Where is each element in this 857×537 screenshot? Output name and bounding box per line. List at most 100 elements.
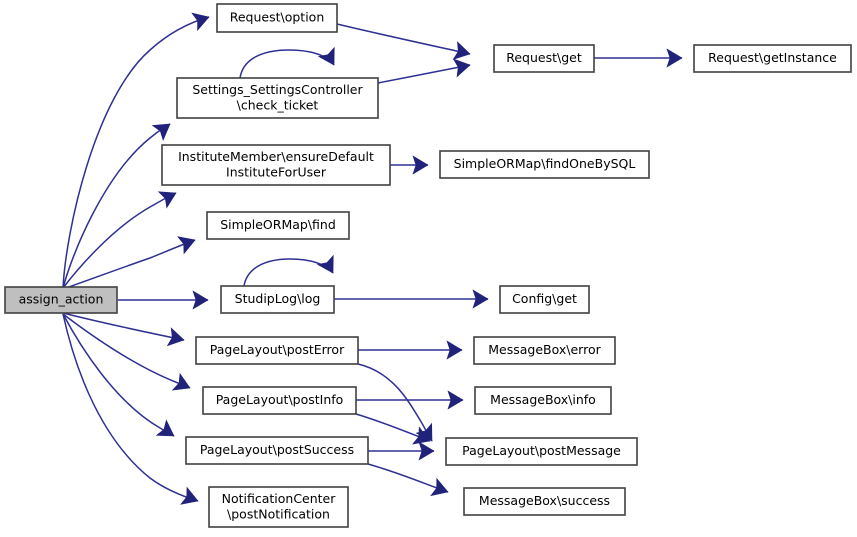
graph-node-post_error[interactable]: PageLayout\postError: [195, 336, 359, 365]
graph-node-msgbox_error[interactable]: MessageBox\error: [473, 336, 616, 365]
edge-arrowhead: [666, 48, 683, 68]
edge-line: [336, 23, 471, 55]
node-label: Settings_SettingsController: [192, 82, 363, 97]
edge-line: [239, 49, 335, 79]
graph-node-institute_member[interactable]: InstituteMember\ensureDefaultInstituteFo…: [161, 144, 391, 186]
edge-arrowhead: [446, 340, 463, 360]
node-layer: assign_action Request\optionSettings_Sett…: [4, 3, 852, 528]
node-box[interactable]: [463, 487, 626, 516]
call-edge-request_option-to-request_get: [336, 23, 471, 60]
graph-node-request_option[interactable]: Request\option: [216, 3, 338, 33]
node-box[interactable]: [185, 436, 369, 465]
call-edge-studiplog_log-to-config_get: [334, 289, 489, 309]
call-edge-assign_action-to-post_error: [62, 312, 185, 347]
node-label: NotificationCenter: [222, 491, 337, 506]
node-box[interactable]: [693, 44, 852, 73]
edge-arrowhead: [166, 327, 185, 347]
call-edge-institute_member-to-find_one_by_sql: [390, 155, 429, 175]
graph-node-assign_action[interactable]: assign_action: [4, 286, 118, 314]
node-box[interactable]: [445, 437, 638, 466]
node-label: PageLayout\postMessage: [462, 443, 621, 458]
node-box[interactable]: [220, 285, 335, 314]
node-label: MessageBox\error: [488, 342, 601, 357]
edge-arrowhead: [171, 372, 191, 391]
node-box[interactable]: [4, 286, 118, 314]
graph-node-config_get[interactable]: Config\get: [499, 285, 590, 314]
node-label: InstituteMember\ensureDefault: [178, 149, 374, 164]
edge-line: [62, 313, 199, 502]
node-label: PageLayout\postInfo: [216, 392, 344, 407]
edge-arrowhead: [418, 441, 435, 461]
edge-arrowhead: [452, 58, 471, 78]
node-label: Request\option: [230, 10, 325, 25]
node-box[interactable]: [499, 285, 590, 314]
call-edge-settings_check-to-request_get: [377, 58, 471, 84]
node-label: MessageBox\info: [490, 392, 596, 407]
graph-node-find_one_by_sql[interactable]: SimpleORMap\findOneBySQL: [439, 150, 650, 179]
node-label: SimpleORMap\findOneBySQL: [454, 156, 636, 171]
edge-line: [62, 312, 185, 341]
call-edge-assign_action-to-institute_member: [62, 191, 177, 289]
graph-node-post_message[interactable]: PageLayout\postMessage: [445, 437, 638, 466]
edge-arrowhead: [317, 46, 335, 66]
graph-node-sormap_find[interactable]: SimpleORMap\find: [206, 211, 350, 240]
node-box[interactable]: [439, 150, 650, 179]
edge-arrowhead: [316, 254, 334, 274]
edge-arrowhead: [180, 486, 199, 505]
graph-node-msgbox_info[interactable]: MessageBox\info: [474, 386, 612, 415]
call-edge-post_error-to-post_message: [357, 363, 433, 442]
node-label: \postNotification: [227, 506, 330, 521]
edge-arrowhead: [472, 289, 489, 309]
edge-line: [62, 239, 196, 290]
call-edge-assign_action-to-request_option: [62, 12, 210, 289]
call-edge-assign_action-to-settings_check: [62, 123, 171, 289]
call-edge-post_error-to-msgbox_error: [358, 340, 463, 360]
call-edge-post_info-to-msgbox_info: [356, 390, 464, 410]
node-label: Request\get: [506, 50, 582, 65]
node-label: PageLayout\postSuccess: [200, 442, 354, 457]
edge-line: [243, 258, 334, 287]
node-box[interactable]: [161, 144, 391, 186]
node-box[interactable]: [202, 386, 357, 415]
edge-arrowhead: [155, 419, 175, 437]
edge-arrowhead: [157, 191, 177, 209]
node-box[interactable]: [216, 3, 338, 33]
edge-arrowhead: [412, 155, 429, 175]
edge-arrowhead: [447, 390, 464, 410]
edge-arrowhead: [412, 426, 431, 445]
edge-arrowhead: [430, 477, 449, 497]
node-label: Request\getInstance: [708, 50, 837, 65]
call-edge-post_success-to-msgbox_success: [367, 463, 449, 497]
edge-arrowhead: [192, 290, 209, 310]
call-edge-assign_action-to-studiplog_log: [118, 290, 209, 310]
graph-node-request_get[interactable]: Request\get: [493, 44, 595, 73]
edge-arrowhead: [452, 41, 471, 60]
node-box[interactable]: [493, 44, 595, 73]
graph-node-request_getinst[interactable]: Request\getInstance: [693, 44, 852, 73]
node-label: \check_ticket: [237, 97, 319, 112]
edge-line: [62, 16, 210, 289]
graph-node-post_success[interactable]: PageLayout\postSuccess: [185, 436, 369, 465]
graph-node-notif_center[interactable]: NotificationCenter\postNotification: [208, 486, 349, 528]
call-edge-assign_action-to-notif_center: [62, 313, 199, 505]
graph-node-post_info[interactable]: PageLayout\postInfo: [202, 386, 357, 415]
node-label: StudipLog\log: [235, 291, 321, 306]
node-label: InstituteForUser: [226, 164, 327, 179]
node-label: Config\get: [512, 291, 577, 306]
graph-node-msgbox_success[interactable]: MessageBox\success: [463, 487, 626, 516]
edge-line: [367, 463, 449, 493]
node-box[interactable]: [473, 336, 616, 365]
node-box[interactable]: [176, 77, 379, 119]
node-box[interactable]: [474, 386, 612, 415]
node-box[interactable]: [195, 336, 359, 365]
node-label: MessageBox\success: [479, 493, 610, 508]
call-edge-post_success-to-post_message: [368, 441, 435, 461]
graph-node-studiplog_log[interactable]: StudipLog\log: [220, 285, 335, 314]
graph-node-settings_check[interactable]: Settings_SettingsController\check_ticket: [176, 77, 379, 119]
node-box[interactable]: [206, 211, 350, 240]
node-label: PageLayout\postError: [210, 342, 345, 357]
node-box[interactable]: [208, 486, 349, 528]
call-edge-request_get-to-request_getinst: [594, 48, 683, 68]
call-edge-assign_action-to-post_success: [62, 313, 175, 437]
